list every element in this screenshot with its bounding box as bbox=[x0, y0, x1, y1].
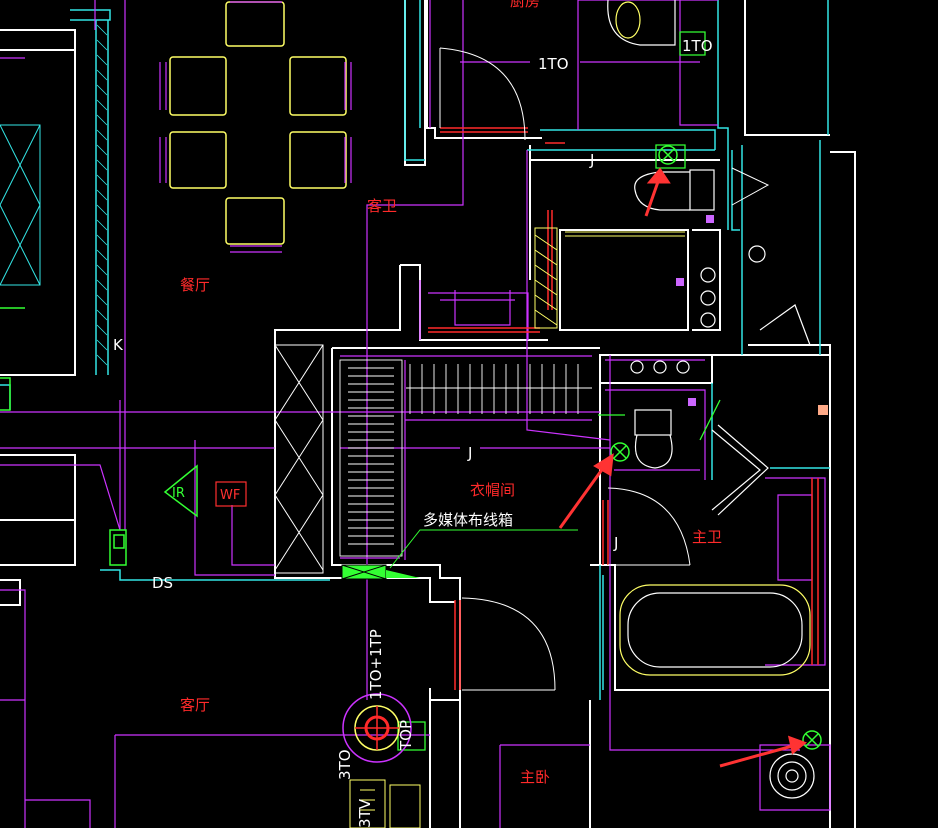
cabinet-green bbox=[397, 31, 721, 751]
equipment-labels: 多媒体布线箱 DS K J J J 1TO 1TO 1TO+1TP TOP 3T… bbox=[113, 37, 713, 828]
dining-chair-outline bbox=[159, 1, 352, 253]
left-cabinet bbox=[0, 124, 41, 286]
room-label-cloakroom: 衣帽间 bbox=[470, 481, 515, 499]
annotation-arrows bbox=[558, 167, 808, 768]
j-label-mid: J bbox=[467, 444, 472, 462]
socket-label-1to-2: 1TO bbox=[682, 37, 713, 55]
wiring bbox=[0, 0, 831, 828]
lower-furniture bbox=[349, 779, 421, 828]
room-label-master-bath: 主卫 bbox=[692, 528, 722, 546]
ir-label: IR bbox=[172, 486, 185, 501]
red-elements bbox=[428, 127, 819, 690]
socket-label-top: TOP bbox=[397, 720, 415, 751]
wf-label: WF bbox=[220, 488, 240, 503]
ds-label: DS bbox=[152, 574, 173, 592]
multimedia-leader bbox=[389, 529, 578, 569]
wf-box: WF bbox=[215, 481, 247, 507]
tall-cabinet bbox=[274, 344, 324, 574]
socket-label-1to: 1TO bbox=[538, 55, 569, 73]
room-labels: 厨房 餐厅 客卫 衣帽间 主卫 客厅 主卧 bbox=[180, 0, 722, 786]
k-label: K bbox=[113, 336, 124, 354]
multimedia-box-shape bbox=[341, 564, 420, 580]
socket-label-3to: 3TO bbox=[336, 749, 354, 780]
socket-label-3tv: 3TV bbox=[356, 798, 374, 828]
sanitary-fixtures bbox=[607, 0, 815, 799]
door-swings bbox=[439, 47, 770, 691]
living-socket-target bbox=[342, 693, 412, 763]
ir-sensor: IR bbox=[163, 464, 198, 518]
socket-label-1to-1tp: 1TO+1TP bbox=[367, 629, 385, 700]
room-label-master-bedroom: 主卧 bbox=[520, 768, 550, 786]
room-label-kitchen: 厨房 bbox=[510, 0, 540, 10]
partitions bbox=[0, 0, 830, 700]
green-marks bbox=[0, 307, 127, 566]
socket-symbols bbox=[610, 145, 822, 750]
insulated-wall bbox=[96, 24, 108, 366]
walls bbox=[0, 0, 856, 828]
room-label-guest-bath: 客卫 bbox=[367, 197, 397, 215]
j-label-bath: J bbox=[613, 534, 618, 552]
small-markers bbox=[676, 215, 828, 415]
kitchen-column bbox=[534, 227, 685, 329]
dining-furniture bbox=[169, 1, 347, 245]
room-label-dining: 餐厅 bbox=[180, 276, 210, 294]
room-label-living: 客厅 bbox=[180, 696, 210, 714]
j-label-top: J bbox=[589, 151, 594, 169]
wardrobe-rails bbox=[339, 359, 592, 557]
multimedia-box-label: 多媒体布线箱 bbox=[423, 511, 513, 529]
